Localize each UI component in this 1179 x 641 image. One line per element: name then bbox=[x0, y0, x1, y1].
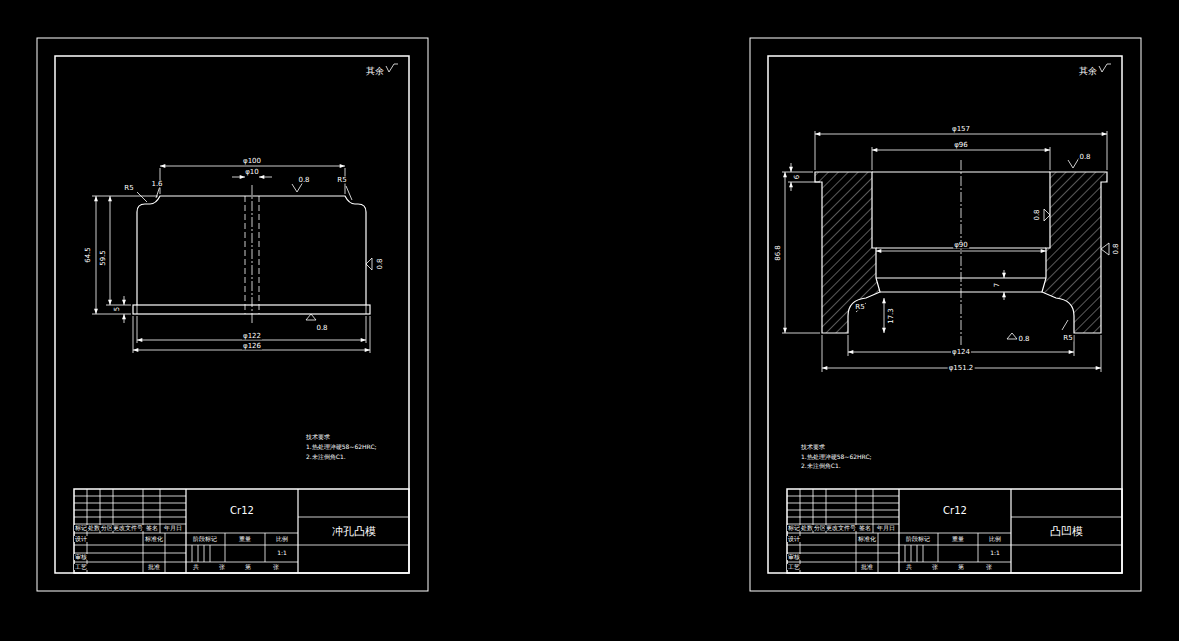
title-block-text: 张 bbox=[931, 564, 939, 570]
title-block-text: 重量 bbox=[238, 536, 252, 542]
dimension-text: 0.8 bbox=[1017, 336, 1030, 343]
title-block-text: 处数 bbox=[87, 525, 101, 531]
dimension-text: R5 bbox=[854, 304, 865, 311]
part-name-cell: 冲孔凸模 bbox=[298, 517, 409, 545]
title-block-text: 工艺 bbox=[74, 564, 88, 570]
dimension-text: 5 bbox=[114, 306, 121, 312]
dimension-text: 59.5 bbox=[100, 249, 107, 267]
dimension-text: 0.8 bbox=[1113, 242, 1120, 255]
title-block-text: 标记 bbox=[74, 525, 88, 531]
dimension-text: 张 bbox=[985, 564, 993, 570]
title-block-text: 批准 bbox=[147, 564, 161, 570]
material-cell: Cr12 bbox=[186, 489, 298, 533]
title-block-text: 处数 bbox=[800, 525, 814, 531]
title-block-text: 审核 bbox=[787, 554, 801, 560]
note-text: 1.热处理淬硬58~62HRC; bbox=[800, 454, 873, 460]
material-cell: Cr12 bbox=[899, 489, 1011, 533]
note-text: 1.热处理淬硬58~62HRC; bbox=[305, 444, 378, 450]
dimension-text: 1.6 bbox=[150, 181, 163, 188]
dimension-text: 0.8 bbox=[1034, 208, 1041, 221]
dimension-text: 0.8 bbox=[377, 257, 384, 270]
dimension-text: 其余 bbox=[365, 67, 385, 76]
part-name-text: 冲孔凸模 bbox=[332, 526, 376, 537]
part-name-text: 凸凹模 bbox=[1050, 526, 1083, 537]
dimension-text: φ122 bbox=[242, 333, 262, 340]
title-block-text: 签名 bbox=[858, 525, 872, 531]
title-block-text: 设计 bbox=[74, 536, 88, 542]
title-block-text: 标记 bbox=[787, 525, 801, 531]
material-text: Cr12 bbox=[943, 506, 967, 516]
dimension-text: φ90 bbox=[953, 242, 969, 249]
title-block-text: 共 bbox=[192, 564, 200, 570]
title-block-text: 审核 bbox=[74, 554, 88, 560]
dimension-text: φ157 bbox=[951, 126, 971, 133]
title-block-text: 工艺 bbox=[787, 564, 801, 570]
note-text: 2.未注倒角C1. bbox=[800, 463, 842, 469]
title-block-text: 更改文件号 bbox=[112, 525, 144, 531]
title-block-text: 张 bbox=[272, 564, 280, 570]
title-block-text: 1:1 bbox=[989, 550, 1001, 556]
note-text: 技术要求 bbox=[305, 434, 331, 440]
dimension-text: 0.8 bbox=[1078, 154, 1091, 161]
title-block-text: 第 bbox=[244, 564, 252, 570]
title-block-text: 阶段标记 bbox=[192, 536, 218, 542]
title-block-text: 张 bbox=[218, 564, 226, 570]
dimension-text: 0.8 bbox=[297, 177, 310, 184]
dimension-text: 第 bbox=[957, 564, 965, 570]
material-text: Cr12 bbox=[230, 506, 254, 516]
dimension-text: φ124 bbox=[951, 349, 971, 356]
dimension-text: R5 bbox=[123, 185, 134, 192]
title-block-text: 年月日 bbox=[163, 525, 183, 531]
dimension-text: 其余 bbox=[1078, 67, 1098, 76]
dimension-text: φ126 bbox=[242, 343, 262, 350]
dimension-text: R5 bbox=[336, 177, 347, 184]
note-text: 2.未注倒角C1. bbox=[305, 454, 347, 460]
title-block-text: 更改文件号 bbox=[825, 525, 857, 531]
dimension-text: R5 bbox=[1062, 335, 1073, 342]
dimension-text: φ96 bbox=[953, 142, 969, 149]
title-block-text: 阶段标记 bbox=[905, 536, 931, 542]
title-block-text: 年月日 bbox=[876, 525, 896, 531]
note-text: 技术要求 bbox=[800, 444, 826, 450]
title-block-text: 比例 bbox=[275, 536, 289, 542]
dimension-text: 86.8 bbox=[775, 244, 782, 262]
dimension-text: φ10 bbox=[244, 169, 260, 176]
dimension-text: 17.3 bbox=[888, 307, 895, 325]
title-block-text: 1:1 bbox=[276, 550, 288, 556]
title-block-text: 共 bbox=[905, 564, 913, 570]
title-block-text: 标准化 bbox=[144, 536, 164, 542]
dimension-text: 7 bbox=[994, 282, 1001, 288]
title-block-text: 比例 bbox=[988, 536, 1002, 542]
title-block-text: 批准 bbox=[860, 564, 874, 570]
title-block-text: 重量 bbox=[951, 536, 965, 542]
dimension-text: 0.8 bbox=[315, 325, 328, 332]
title-block-text: 设计 bbox=[787, 536, 801, 542]
dimension-text: φ151.2 bbox=[948, 365, 975, 372]
title-block-text: 标准化 bbox=[857, 536, 877, 542]
dimension-text: 64.5 bbox=[85, 246, 92, 264]
dimension-text: 6 bbox=[794, 174, 801, 180]
title-block-text: 签名 bbox=[145, 525, 159, 531]
dimension-text: φ100 bbox=[242, 158, 262, 165]
part-name-cell: 凸凹模 bbox=[1011, 517, 1122, 545]
